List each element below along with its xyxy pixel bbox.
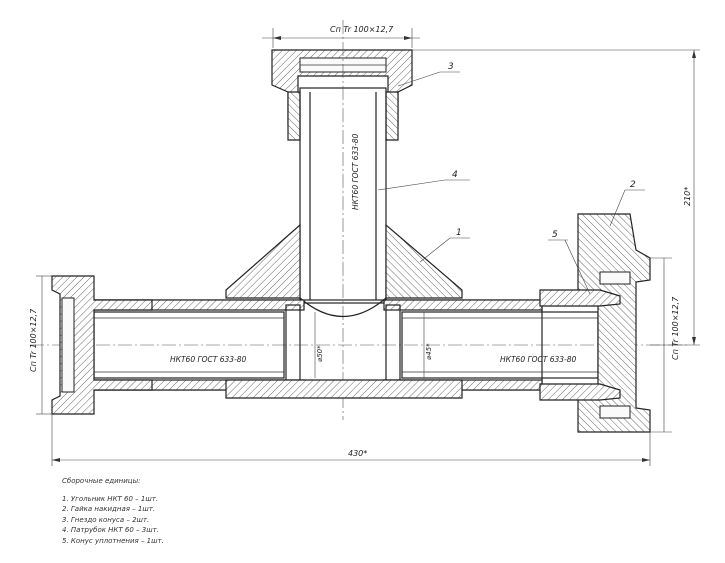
cone-body [225, 223, 463, 317]
tube-label-right: НКТ60 ГОСТ 633-80 [500, 355, 577, 364]
tube-label-vertical: НКТ60 ГОСТ 633-80 [351, 133, 360, 210]
legend-item: 3. Гнездо конуса – 2шт. [62, 515, 150, 524]
legend-title: Сборочные единицы: [62, 477, 141, 485]
top-thread-label: Сп Tr 100×12,7 [330, 25, 394, 34]
left-nut [51, 275, 153, 415]
top-nut [271, 49, 413, 141]
callout-4: 4 [377, 170, 470, 191]
bore-dim-left: ⌀50* [316, 345, 324, 362]
length-dimension: 430* [51, 414, 651, 466]
legend-item: 2. Гайка накидная – 1шт. [62, 505, 156, 514]
height-dimension: 210* [412, 49, 700, 346]
right-thread-label: Сп Tr 100×12,7 [671, 296, 680, 360]
top-thread-dimension: Сп Tr 100×12,7 [262, 25, 420, 48]
tube-label-left: НКТ60 ГОСТ 633-80 [170, 355, 247, 364]
svg-text:3: 3 [448, 62, 454, 72]
left-thread-label: Сп Tr 100×12,7 [29, 308, 38, 372]
left-thread-dimension: Сп Tr 100×12,7 [29, 275, 52, 415]
callout-5: 5 [548, 230, 591, 295]
svg-text:4: 4 [452, 170, 458, 180]
assembly-legend: Сборочные единицы: 1. Угольник НКТ 60 – … [62, 476, 322, 547]
callout-2: 2 [609, 180, 645, 227]
svg-text:5: 5 [552, 230, 558, 240]
bore-dim-right: ⌀45* [425, 343, 433, 360]
vertical-tube: НКТ60 ГОСТ 633-80 [299, 20, 387, 420]
callout-1: 1 [419, 228, 470, 263]
callout-3: 3 [397, 62, 460, 87]
legend-item: 4. Патрубок НКТ 60 – 3шт. [62, 526, 159, 535]
legend-item: 5. Конус уплотнения – 1шт. [62, 536, 164, 545]
right-union [539, 213, 651, 433]
legend-item: 1. Угольник НКТ 60 – 1шт. [62, 494, 159, 503]
svg-text:2: 2 [630, 180, 636, 190]
svg-text:1: 1 [456, 228, 462, 238]
horizontal-run: НКТ60 ГОСТ 633-80 НКТ60 ГОСТ 633-80 ⌀50*… [30, 299, 690, 399]
height-dim-label: 210* [683, 187, 692, 206]
length-dim-label: 430* [348, 449, 367, 458]
